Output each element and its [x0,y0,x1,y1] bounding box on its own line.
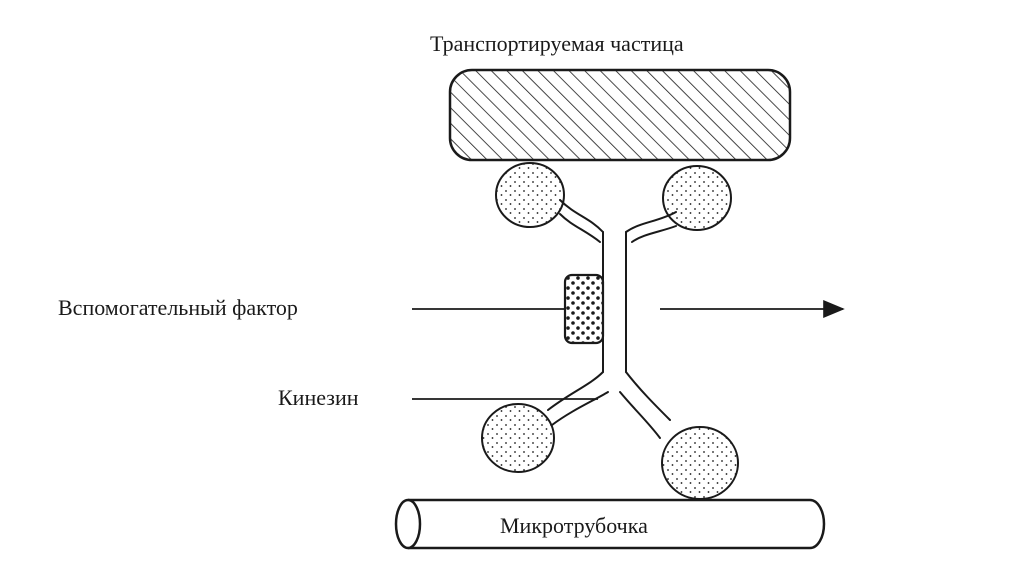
kinesin-heads [481,162,739,500]
kinesin-head-lower-right [661,426,739,500]
transported-particle [448,68,792,162]
kinesin-head-upper-left [495,162,565,228]
kinesin-label: Кинезин [278,385,359,410]
microtubule-label: Микротрубочка [500,513,648,538]
kinesin-lower-left-arm [547,371,604,411]
auxiliary-factor-label: Вспомогательный фактор [58,295,298,320]
kinesin-head-upper-right [662,165,732,231]
particle-label: Транспортируемая частица [430,31,684,56]
kinesin-lower-right-arm [625,371,671,421]
microtubule-shape [394,498,826,550]
kinesin-head-lower-left [481,403,555,473]
auxiliary-factor-shape [563,273,605,345]
kinesin-upper-left-arm [559,199,604,233]
